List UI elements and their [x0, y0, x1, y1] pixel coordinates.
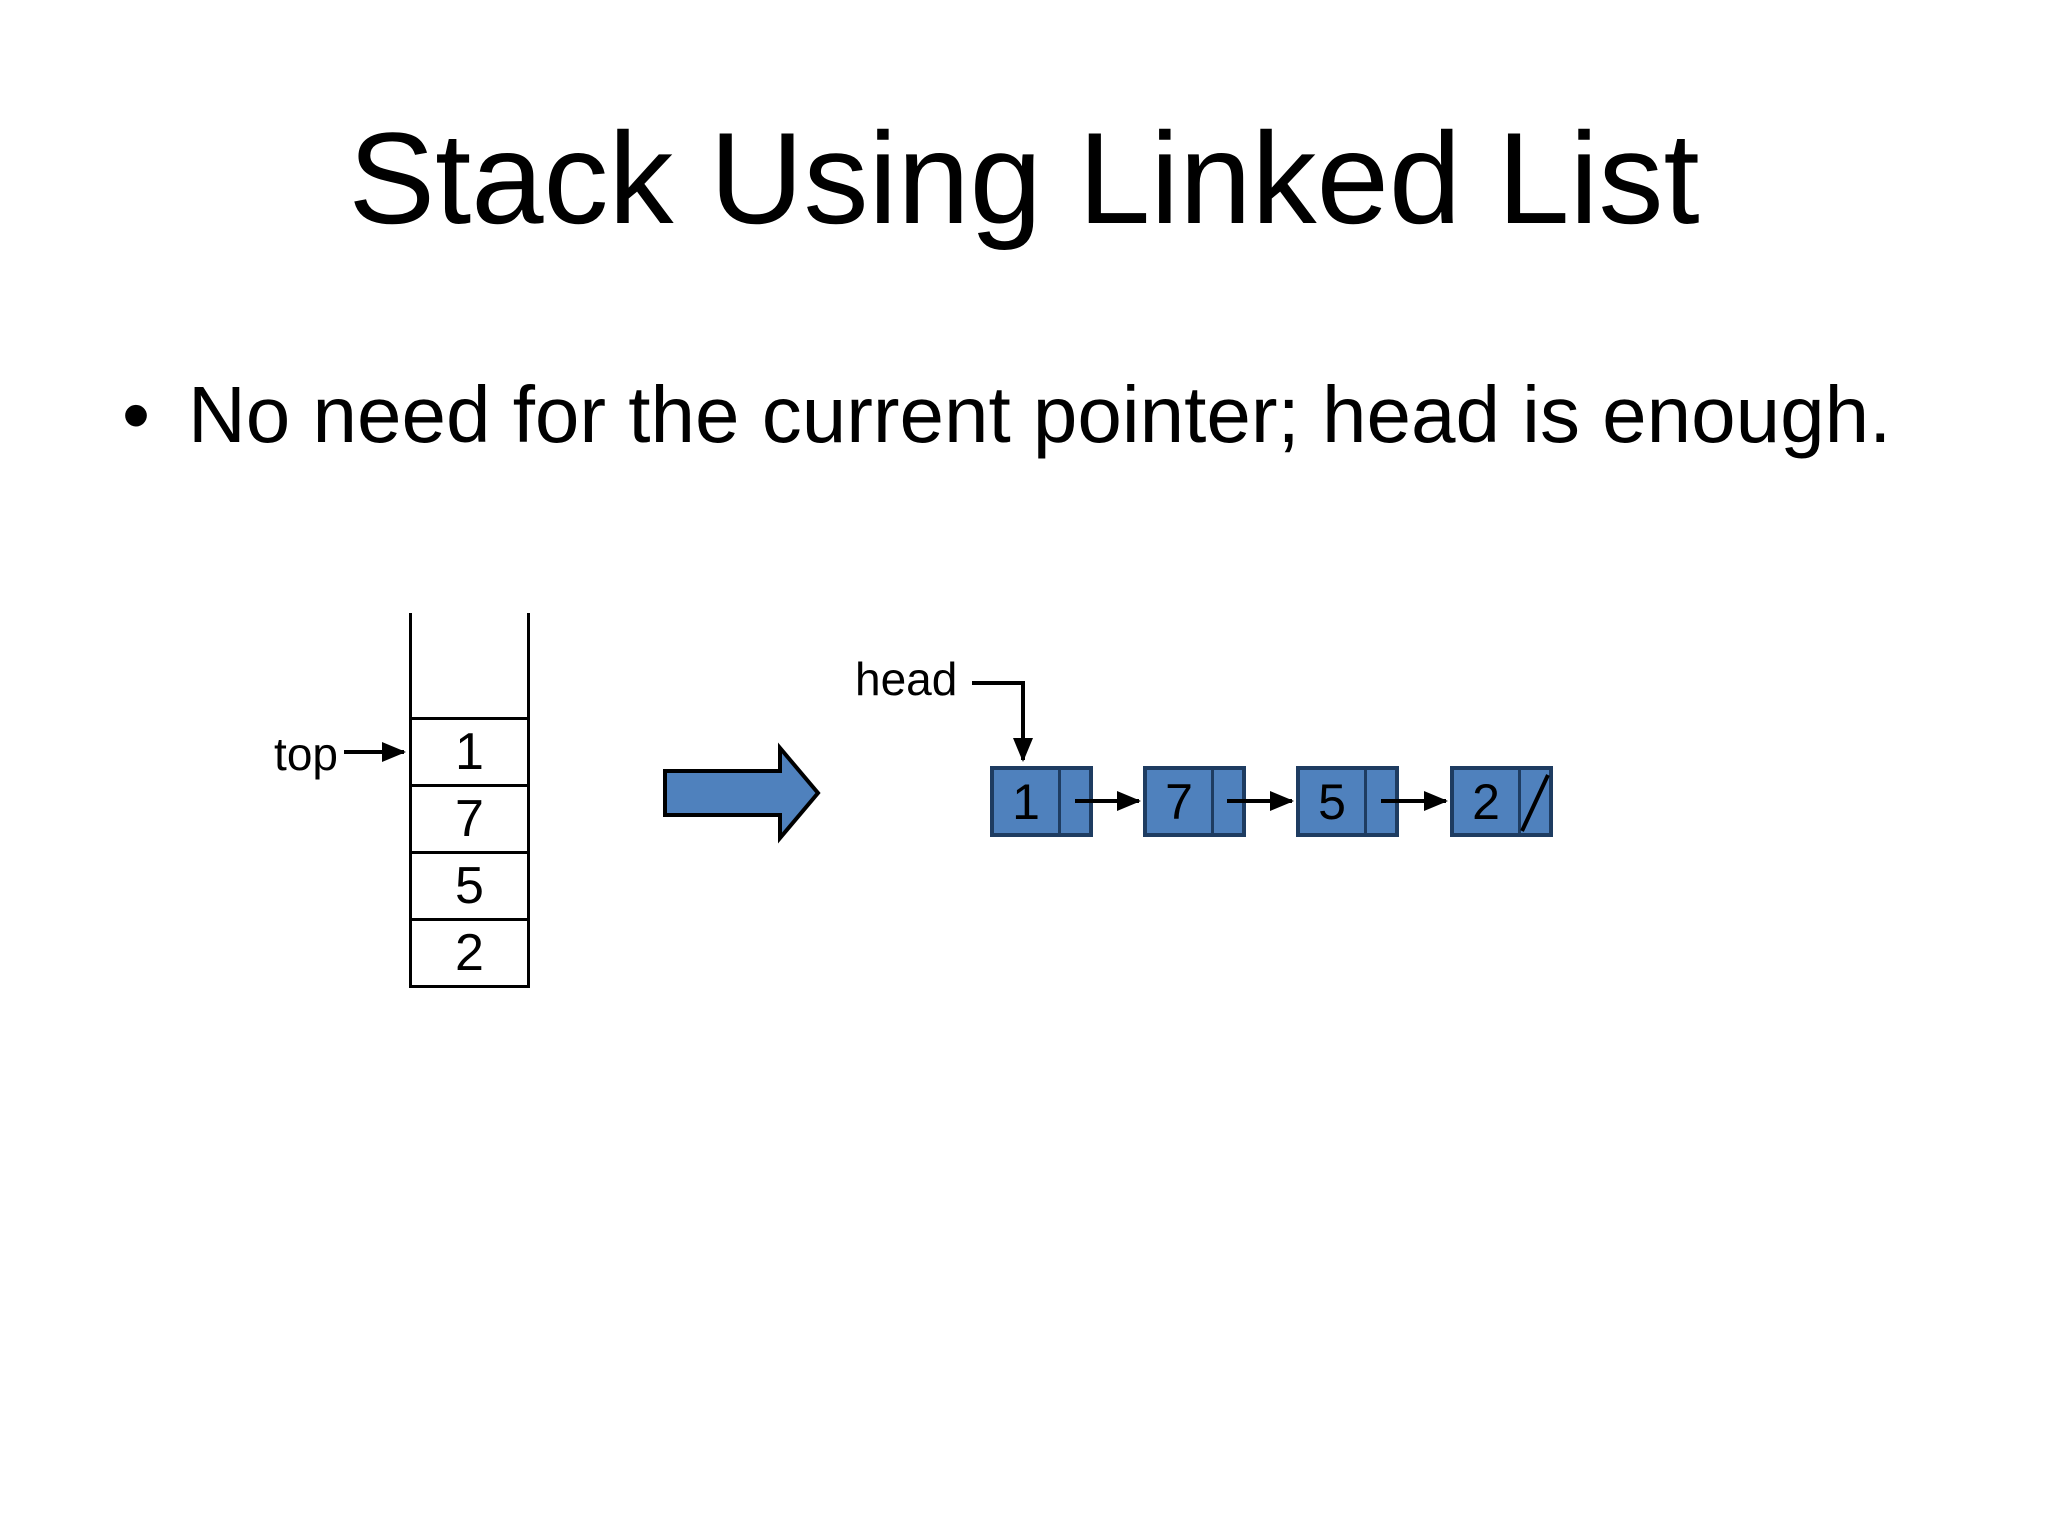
list-node-1: 7 [1143, 766, 1246, 837]
stack-figure: 1 7 5 2 [409, 613, 530, 988]
node-value: 5 [1300, 770, 1367, 833]
node-pointer-cell [1061, 770, 1089, 833]
list-node-0: 1 [990, 766, 1093, 837]
node-value: 2 [1454, 770, 1521, 833]
stack-cell-3: 2 [412, 918, 527, 985]
node-pointer-cell [1214, 770, 1242, 833]
bullet-marker: • [122, 370, 151, 459]
node-pointer-cell [1367, 770, 1395, 833]
stack-cell-0: 1 [412, 717, 527, 784]
slide-title: Stack Using Linked List [348, 105, 1700, 251]
list-node-2: 5 [1296, 766, 1399, 837]
node-pointer-cell [1521, 770, 1549, 833]
top-label: top [274, 728, 338, 780]
node-value: 7 [1147, 770, 1214, 833]
head-label: head [855, 653, 958, 705]
bullet-text: No need for the current pointer; head is… [188, 370, 1892, 459]
right-block-arrow [663, 742, 821, 844]
list-node-3: 2 [1450, 766, 1553, 837]
node-value: 1 [994, 770, 1061, 833]
stack-empty-region [412, 613, 527, 717]
head-connector-arrow [972, 681, 1033, 762]
stack-cell-2: 5 [412, 851, 527, 918]
stack-cell-1: 7 [412, 784, 527, 851]
